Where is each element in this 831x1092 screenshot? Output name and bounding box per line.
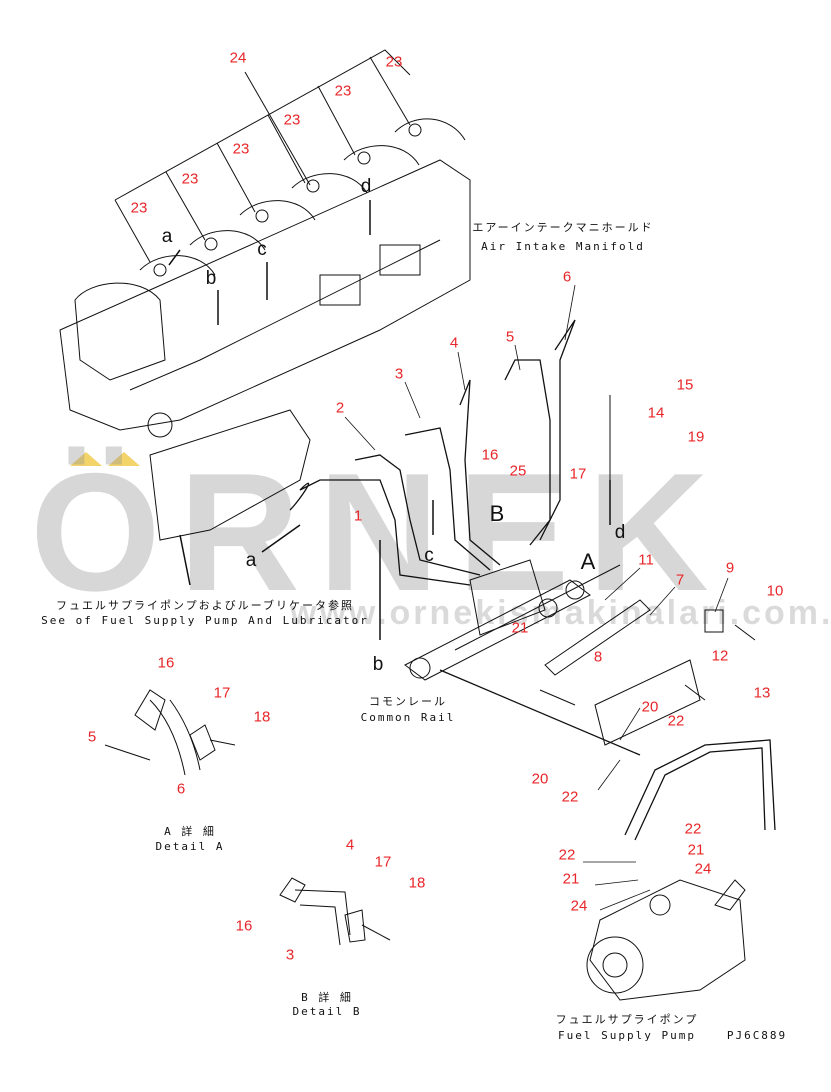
see-fuel-caption-jp: フュエルサプライポンプおよびルーブリケータ参照 xyxy=(55,599,355,612)
callout-4: 4 xyxy=(345,836,355,854)
view-letter-a: a xyxy=(245,550,257,571)
detail-a-caption-en: Detail A xyxy=(155,840,225,853)
callout-leaders xyxy=(114,49,411,263)
injection-pipes xyxy=(289,319,576,586)
fuel-pump-caption-en: Fuel Supply Pump xyxy=(558,1029,696,1042)
callout-15: 15 xyxy=(676,376,694,394)
bolts xyxy=(539,395,756,706)
cover-plate xyxy=(594,659,701,746)
view-letter-b: b xyxy=(372,654,384,675)
callout-16: 16 xyxy=(157,654,175,672)
callout-8: 8 xyxy=(593,648,603,666)
callout-19: 19 xyxy=(687,428,705,446)
callout-18: 18 xyxy=(253,708,271,726)
callout-14: 14 xyxy=(647,404,665,422)
callout-4: 4 xyxy=(449,334,459,352)
callout-7: 7 xyxy=(675,571,685,589)
callout-12: 12 xyxy=(711,647,729,665)
callout-25: 25 xyxy=(509,462,527,480)
callout-18: 18 xyxy=(408,874,426,892)
view-letter-c: c xyxy=(257,239,267,260)
air-intake-caption-jp: エアーインテークマニホールド xyxy=(472,221,654,234)
callout-3: 3 xyxy=(285,946,295,964)
callout-24: 24 xyxy=(570,897,588,915)
view-letter-d: d xyxy=(614,522,626,543)
drawing-code: PJ6C889 xyxy=(726,1029,788,1042)
view-letter-c: c xyxy=(424,545,434,566)
callout-23: 23 xyxy=(334,82,352,100)
detail-a-drawing xyxy=(104,689,236,776)
gasket-strip xyxy=(544,599,651,676)
view-arrows xyxy=(168,200,611,640)
callout-5: 5 xyxy=(87,728,97,746)
detail-b-drawing xyxy=(279,877,391,946)
callout-13: 13 xyxy=(753,684,771,702)
callout-22: 22 xyxy=(684,820,702,838)
view-letter-B: B xyxy=(489,501,505,526)
callout-22: 22 xyxy=(667,712,685,730)
detail-b-caption-en: Detail B xyxy=(292,1005,362,1018)
callout-24: 24 xyxy=(229,49,247,67)
view-letter-b: b xyxy=(205,268,217,289)
callout-5: 5 xyxy=(505,328,515,346)
callout-17: 17 xyxy=(213,684,231,702)
see-fuel-caption-en: See of Fuel Supply Pump And Lubricator xyxy=(41,614,369,627)
callout-17: 17 xyxy=(569,465,587,483)
callout-21: 21 xyxy=(562,870,580,888)
air-intake-caption-en: Air Intake Manifold xyxy=(481,240,645,253)
callout-17: 17 xyxy=(374,853,392,871)
callout-21: 21 xyxy=(511,619,529,637)
watermark-dot xyxy=(70,452,102,466)
callout-22: 22 xyxy=(561,788,579,806)
callout-23: 23 xyxy=(283,111,301,129)
detail-a-caption-jp: A 詳 細 xyxy=(164,825,216,838)
bracket-plate xyxy=(149,409,311,541)
fuel-pump-caption-jp: フュエルサプライポンプ xyxy=(555,1013,699,1026)
callout-2: 2 xyxy=(335,399,345,417)
callout-23: 23 xyxy=(181,170,199,188)
callout-23: 23 xyxy=(232,140,250,158)
callout-16: 16 xyxy=(235,917,253,935)
pump-pipes xyxy=(439,669,776,841)
common-rail-caption-jp: コモンレール xyxy=(369,695,447,708)
view-letter-d: d xyxy=(360,176,372,197)
cylinder-head xyxy=(59,118,471,438)
common-rail-caption-en: Common Rail xyxy=(360,711,456,724)
callout-20: 20 xyxy=(531,770,549,788)
callout-22: 22 xyxy=(558,846,576,864)
watermark-logo: ÖRNEK xyxy=(30,438,727,626)
callout-6: 6 xyxy=(562,268,572,286)
leader-lines xyxy=(344,284,729,911)
callout-6: 6 xyxy=(176,780,186,798)
callout-11: 11 xyxy=(638,551,654,569)
callout-24: 24 xyxy=(694,860,712,878)
common-rail xyxy=(404,559,621,681)
view-letter-A: A xyxy=(580,549,596,574)
detail-b-caption-jp: B 詳 細 xyxy=(301,991,353,1004)
callout-20: 20 xyxy=(641,698,659,716)
callout-23: 23 xyxy=(385,53,403,71)
view-letter-a: a xyxy=(161,226,173,247)
callout-23: 23 xyxy=(130,199,148,217)
watermark-dot xyxy=(108,452,140,466)
callout-1: 1 xyxy=(353,507,363,525)
fuel-supply-pump xyxy=(586,879,746,1001)
callout-10: 10 xyxy=(766,582,784,600)
callout-3: 3 xyxy=(394,365,404,383)
callout-21: 21 xyxy=(687,841,705,859)
callout-9: 9 xyxy=(725,559,735,577)
callout-16: 16 xyxy=(481,446,499,464)
